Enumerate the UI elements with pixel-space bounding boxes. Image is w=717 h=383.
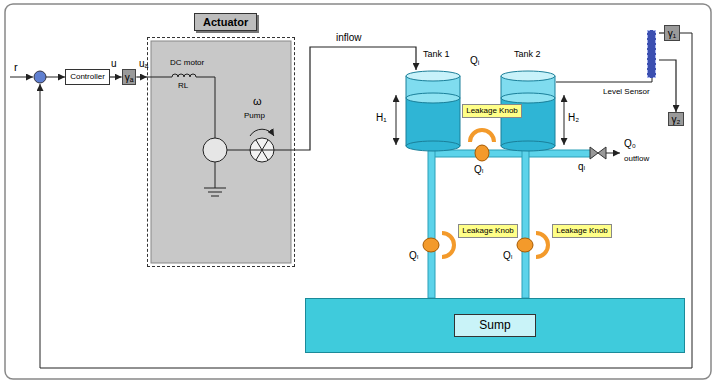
- pump: [250, 129, 295, 162]
- pipes-part: [430, 150, 592, 157]
- water-surface: [406, 93, 460, 103]
- dc-motor-part: [227, 150, 250, 151]
- node-label: Controller: [70, 73, 105, 82]
- edge-label: inflow: [336, 32, 362, 43]
- dc-motor: [147, 74, 250, 196]
- signal-connector: [295, 47, 416, 150]
- node-label: γ₂: [672, 114, 681, 125]
- edge-label: u: [111, 58, 117, 69]
- sump-tank: Sump: [305, 298, 685, 353]
- pipes-part: [522, 150, 529, 298]
- tank-rim: [406, 71, 460, 81]
- leakage-knob-tag: Leakage Knob: [552, 224, 612, 238]
- signal-label: Pump: [244, 112, 265, 121]
- signal-label: Qᵢ: [470, 55, 479, 66]
- water-surface: [501, 93, 555, 103]
- controller-box: Controller: [65, 69, 110, 85]
- heading: Tank 2: [514, 50, 541, 60]
- pump-part: [256, 140, 268, 160]
- edge-label: uₐ: [139, 58, 148, 69]
- tank-water: [406, 98, 460, 146]
- dc-motor-part: [147, 74, 215, 138]
- signal-label: Qₗ: [474, 164, 483, 175]
- signal-label: RL: [178, 82, 188, 91]
- outflow-valve-part: [606, 153, 620, 154]
- gain-block: γ₂: [668, 112, 684, 126]
- actuator-body: [151, 41, 291, 263]
- sensor-bar: [647, 30, 656, 78]
- heading: Actuator: [194, 13, 257, 31]
- node-label: Leakage Knob: [466, 107, 518, 116]
- dc-motor-part: [215, 162, 216, 188]
- gain-block: γ₁: [664, 25, 680, 41]
- gain-block: γₐ: [122, 69, 137, 85]
- node-label: Level Sensor: [603, 88, 645, 97]
- sensor-lead: [556, 78, 652, 82]
- leakage-valves-part: [517, 238, 533, 252]
- dc-motor-part: [203, 138, 227, 162]
- node-label: Sump: [454, 314, 535, 337]
- leakage-valves-part: [470, 130, 494, 142]
- node-label: Leakage Knob: [556, 227, 608, 236]
- dc-motor-part: [208, 192, 222, 193]
- tank: Tank 1: [405, 70, 461, 152]
- pump-part: [250, 138, 274, 162]
- pump-part: [274, 150, 295, 151]
- summing-junction-part: [10, 77, 33, 78]
- dc-motor-part: [204, 188, 226, 189]
- signal-label: outflow: [624, 155, 649, 164]
- outer-frame: [5, 4, 711, 379]
- dc-motor-part: [211, 196, 219, 197]
- summing-junction: [10, 71, 65, 83]
- leakage-valves-part: [475, 145, 489, 161]
- node-label: γₐ: [125, 72, 134, 83]
- tank-cylinder: [405, 70, 461, 152]
- signal-connector: [110, 76, 122, 77]
- height-arrows-part: [396, 95, 397, 145]
- signal-label: Qₗ: [409, 250, 418, 261]
- signal-label: H₂: [568, 112, 579, 123]
- level-sensor: Level Sensor: [603, 30, 659, 100]
- tank-wall: [406, 76, 460, 146]
- tank-bottom: [406, 141, 460, 151]
- outflow-valve-part: [590, 147, 606, 159]
- tank-side: [406, 76, 460, 146]
- tank-rim: [501, 71, 555, 81]
- signal-label: Q₀: [624, 138, 636, 149]
- actuator-housing: Actuator: [147, 37, 295, 267]
- signal-label: qₗ: [578, 161, 585, 172]
- summing-junction-part: [46, 77, 65, 78]
- node-label: Leakage Knob: [462, 227, 514, 236]
- tank-bottom: [501, 141, 555, 151]
- signal-label: ω: [253, 95, 262, 107]
- leakage-valves-part: [442, 233, 454, 257]
- pump-part: [256, 140, 268, 160]
- leakage-valves-part: [423, 238, 439, 252]
- signal-label: H₁: [376, 112, 387, 123]
- feedback-line: [40, 33, 692, 368]
- leakage-knob-tag: Leakage Knob: [458, 224, 518, 238]
- pump-part: [250, 129, 274, 136]
- summing-junction-part: [34, 71, 46, 83]
- signal-label: Qₗ: [503, 250, 512, 261]
- leakage-valves-part: [536, 233, 548, 257]
- signal-connector: [136, 76, 147, 77]
- pipes-part: [428, 150, 435, 298]
- signal-label: r: [14, 61, 18, 73]
- heading: Tank 1: [423, 50, 450, 60]
- height-arrows-part: [564, 95, 565, 145]
- signal-label: DC motor: [170, 59, 204, 68]
- leakage-knob-tag: Leakage Knob: [462, 104, 522, 118]
- outflow-valve: [590, 147, 620, 159]
- node-label: γ₁: [668, 28, 676, 39]
- signal-connector: [659, 60, 676, 112]
- actuator-body-part: [151, 41, 291, 263]
